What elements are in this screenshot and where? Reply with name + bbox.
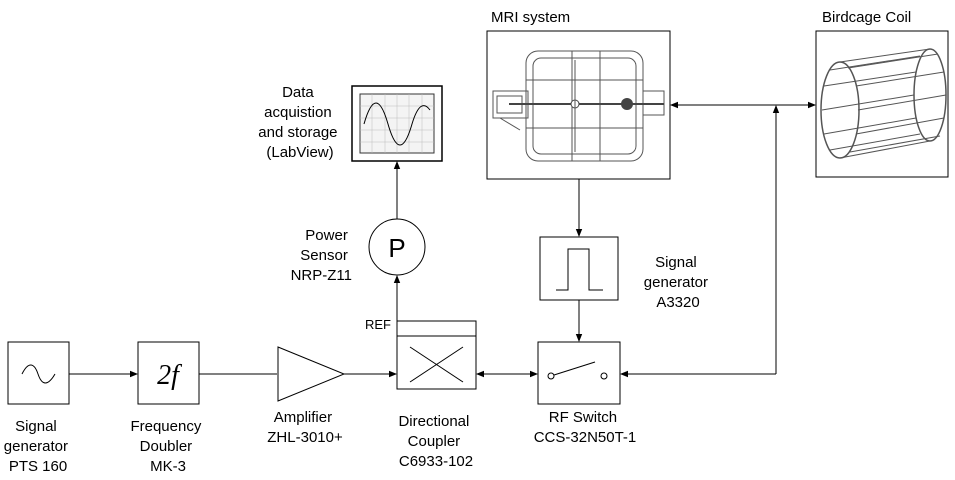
amplifier-triangle-icon xyxy=(277,346,346,402)
frequency-doubler-label: Frequency Doubler MK-3 xyxy=(130,418,205,475)
directional-coupler-block xyxy=(396,320,477,390)
directional-coupler-label: Directional Coupler C6933-102 xyxy=(398,413,473,470)
frequency-doubler-block: 2f xyxy=(137,341,200,405)
birdcage-coil-icon xyxy=(820,48,947,159)
mri-system-block xyxy=(486,30,671,180)
doubler-2f-symbol: 2f xyxy=(157,360,182,391)
amplifier-label: Amplifier ZHL-3010+ xyxy=(267,409,343,446)
data-acquisition-label: Data acquistion and storage (LabView) xyxy=(258,84,341,161)
mri-system-label: MRI system xyxy=(491,9,570,26)
signal-generator-pts160-block xyxy=(7,341,70,405)
sine-wave-icon xyxy=(21,364,56,384)
power-sensor-label: Power Sensor NRP-Z11 xyxy=(291,227,352,284)
power-sensor-p-symbol: P xyxy=(388,233,405,263)
birdcage-coil-label: Birdcage Coil xyxy=(822,9,911,26)
signal-generator-a3320-label: Signal generator A3320 xyxy=(644,254,712,311)
signal-generator-pts160-label: Signal generator PTS 160 xyxy=(4,418,72,475)
data-acquisition-scope-block xyxy=(351,85,443,162)
mri-scanner-icon xyxy=(492,50,665,162)
power-sensor-block: P xyxy=(368,218,426,276)
coupler-ref-label: REF xyxy=(365,317,391,332)
switch-contact-icon xyxy=(553,361,596,376)
amplifier-block xyxy=(277,346,346,402)
signal-generator-a3320-block xyxy=(539,236,619,301)
birdcage-coil-block xyxy=(815,30,949,178)
rf-switch-block xyxy=(537,341,621,405)
pulse-wave-icon xyxy=(556,248,603,291)
connection-wires xyxy=(69,101,816,378)
rf-switch-label: RF Switch CCS-32N50T-1 xyxy=(534,409,637,446)
scope-waveform-icon xyxy=(363,102,431,146)
